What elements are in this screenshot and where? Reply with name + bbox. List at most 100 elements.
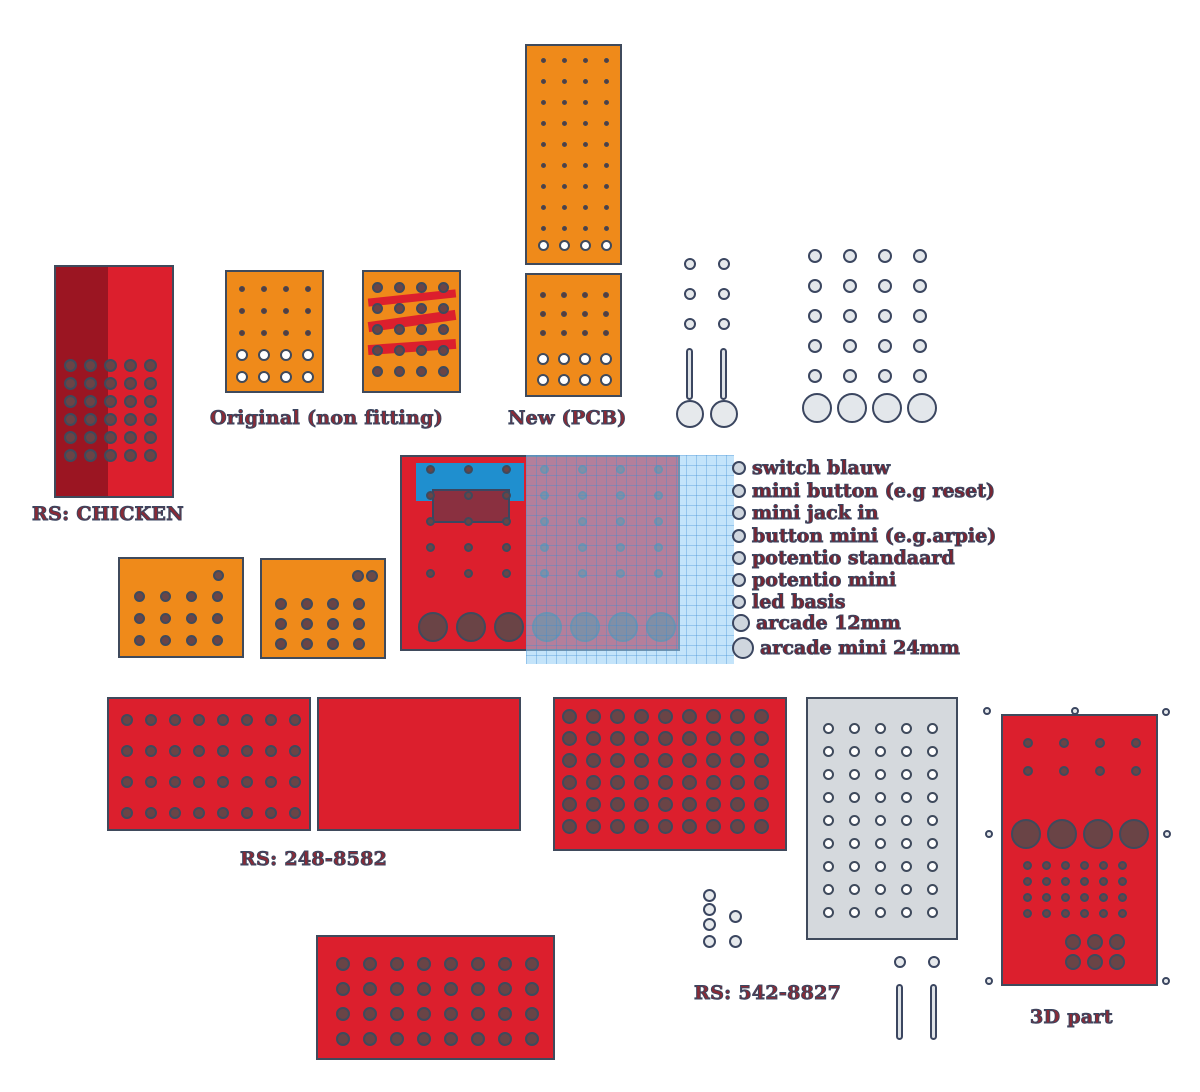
panel-bottom[interactable] — [316, 935, 555, 1060]
list-item-mini-jack[interactable]: mini jack in — [732, 502, 879, 525]
hole — [901, 884, 912, 895]
panel-orange-small-1[interactable] — [118, 557, 244, 658]
hole — [823, 746, 834, 757]
panel-rs248-a[interactable] — [107, 697, 311, 831]
list-item-mini-button[interactable]: mini button (e.g reset) — [732, 480, 995, 503]
list-item-led[interactable]: led basis — [732, 591, 846, 614]
hole — [239, 286, 245, 292]
list-item-arcade-24[interactable]: arcade mini 24mm — [732, 637, 960, 660]
hole — [562, 163, 567, 168]
hole — [261, 286, 267, 292]
knob-icon — [684, 318, 696, 330]
panel-new-short[interactable] — [525, 273, 622, 397]
hole — [305, 330, 311, 336]
hole — [875, 907, 886, 918]
label-original: Original (non fitting) — [210, 407, 444, 430]
list-item-potentio-mini[interactable]: potentio mini — [732, 569, 897, 592]
workplane-grid[interactable] — [526, 455, 734, 664]
knob-icon — [703, 918, 716, 931]
list-item-button-mini[interactable]: button mini (e.g.arpie) — [732, 525, 997, 548]
panel-original-right[interactable] — [362, 270, 461, 393]
hole — [418, 612, 448, 642]
hole — [1119, 819, 1149, 849]
loose-stems[interactable] — [888, 948, 948, 1044]
panel-rs248-b[interactable] — [317, 697, 521, 831]
loose-parts-small[interactable] — [676, 250, 746, 435]
hole — [212, 635, 223, 646]
hole — [927, 838, 938, 849]
knob-icon — [894, 956, 906, 968]
hole — [525, 957, 539, 971]
panel-orange-small-2[interactable] — [260, 558, 386, 659]
hole — [464, 465, 473, 474]
arcade-button-icon — [710, 400, 738, 428]
hole — [927, 861, 938, 872]
panel-original-left[interactable] — [225, 270, 324, 393]
panel-new-tall[interactable] — [525, 44, 622, 265]
knob-icon — [684, 288, 696, 300]
hole — [901, 907, 912, 918]
hole — [604, 100, 609, 105]
hole — [706, 819, 721, 834]
hole — [634, 797, 649, 812]
hole — [610, 775, 625, 790]
hole — [754, 731, 769, 746]
hole — [64, 431, 77, 444]
hole — [275, 638, 287, 650]
led-icon — [732, 595, 746, 609]
hole — [121, 714, 133, 726]
panel-grey[interactable] — [806, 697, 958, 940]
hole — [583, 58, 588, 63]
hole — [658, 775, 673, 790]
knob-icon — [808, 369, 822, 383]
list-item-arcade-12[interactable]: arcade 12mm — [732, 612, 901, 635]
hole — [169, 745, 181, 757]
hole — [754, 819, 769, 834]
loose-parts-lower[interactable] — [695, 885, 755, 955]
hole — [64, 377, 77, 390]
hole — [901, 838, 912, 849]
hole — [1109, 934, 1125, 950]
hole — [603, 330, 609, 336]
hole — [438, 345, 449, 356]
knob-icon — [913, 279, 927, 293]
loose-parts-grid[interactable] — [800, 245, 945, 425]
hole — [502, 569, 511, 578]
hole — [562, 58, 567, 63]
list-item-potentio-standaard[interactable]: potentio standaard — [732, 547, 955, 570]
stem-icon — [720, 348, 727, 400]
hole — [658, 731, 673, 746]
hole — [186, 591, 197, 602]
hole — [823, 884, 834, 895]
hole — [823, 861, 834, 872]
knob-icon — [808, 279, 822, 293]
hole — [580, 240, 591, 251]
hole — [730, 709, 745, 724]
hole — [586, 797, 601, 812]
hole — [583, 163, 588, 168]
hole — [875, 861, 886, 872]
hole — [849, 746, 860, 757]
list-item-switch[interactable]: switch blauw — [732, 457, 891, 480]
hole — [289, 776, 301, 788]
hole — [541, 163, 546, 168]
panel-center-right[interactable] — [553, 697, 787, 851]
hole — [241, 714, 253, 726]
hole — [289, 745, 301, 757]
panel-rs-chicken[interactable] — [54, 265, 174, 498]
hole — [1080, 909, 1089, 918]
stem-icon — [896, 984, 903, 1040]
arcade-button-icon — [732, 637, 754, 659]
panel-3d-part[interactable] — [1001, 714, 1158, 986]
hole — [144, 395, 157, 408]
hole — [498, 1007, 512, 1021]
hole — [604, 58, 609, 63]
hole — [875, 723, 886, 734]
knob-icon — [684, 258, 696, 270]
hole — [706, 731, 721, 746]
hole — [1023, 893, 1032, 902]
hole — [1099, 893, 1108, 902]
hole — [363, 1032, 377, 1046]
hole — [927, 769, 938, 780]
hole — [706, 775, 721, 790]
